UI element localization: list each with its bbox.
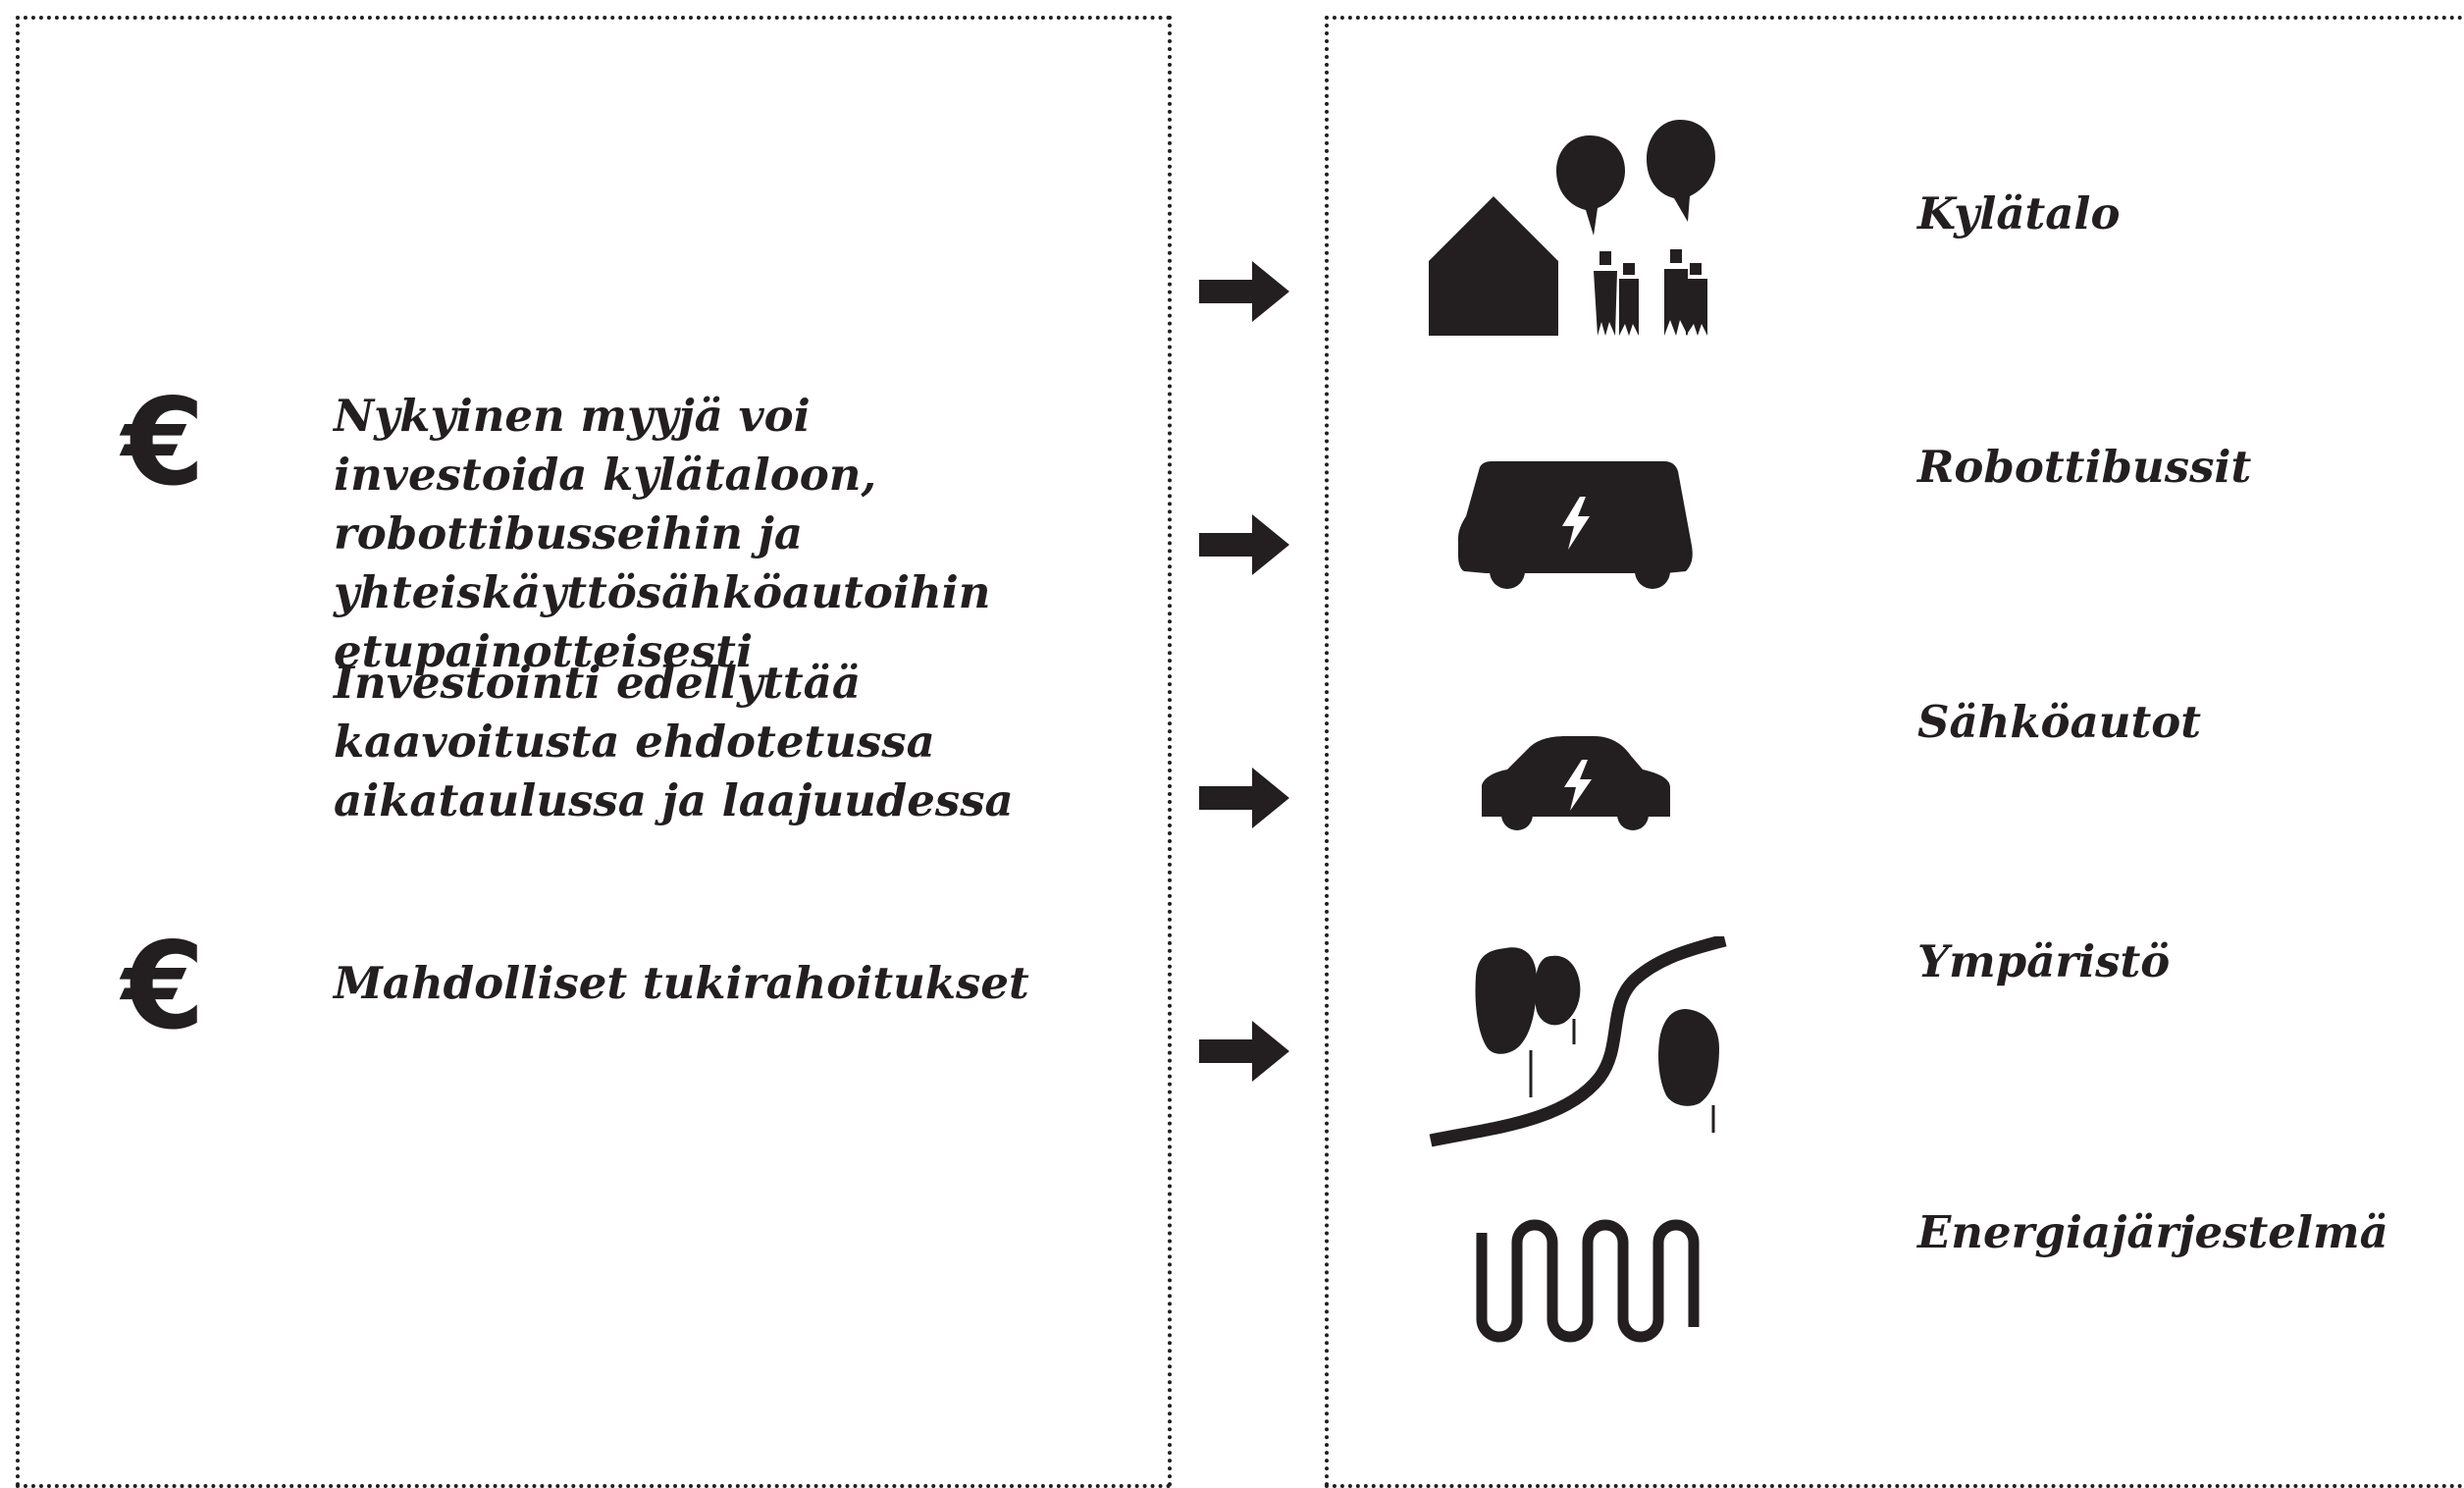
label-ymparisto: Ympäristö <box>1917 935 2171 987</box>
arrow-right-icon <box>1199 768 1289 828</box>
label-sahkoautot: Sähköautot <box>1917 696 2202 748</box>
label-kylatalo: Kylätalo <box>1917 187 2121 239</box>
arrow-right-icon <box>1199 261 1289 322</box>
electric-car-icon <box>1482 736 1670 830</box>
label-energiajarjestelma: Energiajärjestelmä <box>1917 1206 2388 1258</box>
arrow-right-icon <box>1199 514 1289 575</box>
euro-icon: € <box>122 917 205 1056</box>
investment-text: Nykyinen myyjä voi investoida kylätaloon… <box>334 390 991 677</box>
euro-icon: € <box>122 373 205 512</box>
label-robottibussit: Robottibussit <box>1917 441 2252 493</box>
zoning-requirement-text: Investointi edellyttää kaavoitusta ehdot… <box>334 657 1014 826</box>
arrow-right-icon <box>1199 1021 1289 1082</box>
village-house-people-icon <box>1429 120 1715 336</box>
trees-road-icon <box>1429 936 1727 1147</box>
electric-bus-icon <box>1458 461 1693 589</box>
heating-coil-icon <box>1476 1219 1700 1343</box>
funding-text: Mahdolliset tukirahoitukset <box>334 957 1029 1009</box>
